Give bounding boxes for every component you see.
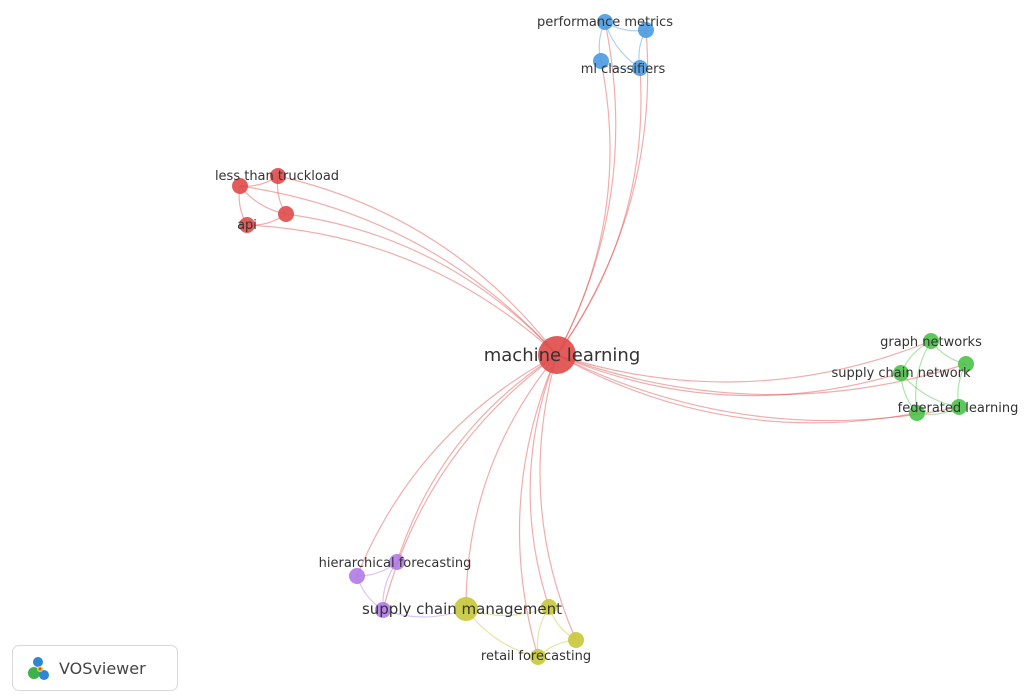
node-federated-learning[interactable] <box>909 405 925 421</box>
node-label-retail-forecasting[interactable]: retail forecasting <box>481 649 591 664</box>
link-machine-learning-green-5 <box>556 354 960 422</box>
labels-layer: machine learning less than truckload api pe… <box>215 15 1018 664</box>
node-red-4[interactable] <box>278 206 294 222</box>
nodes-layer <box>232 14 974 665</box>
node-retail-forecasting[interactable] <box>530 649 546 665</box>
link-machine-learning-less-than-truckload <box>239 185 558 356</box>
link-machine-learning-red-3 <box>277 175 558 356</box>
vosviewer-logo-icon <box>28 657 49 680</box>
link-machine-learning-green-4 <box>556 354 967 396</box>
link-machine-learning-ml-classifiers <box>556 60 611 356</box>
node-label-supply-chain-network[interactable]: supply chain network <box>831 366 971 381</box>
link-machine-learning-blue-4 <box>556 67 642 356</box>
link-machine-learning-purple-3 <box>382 354 558 611</box>
node-label-hierarchical-forecasting[interactable]: hierarchical forecasting <box>319 556 472 571</box>
node-performance-metrics[interactable] <box>597 14 613 30</box>
link-machine-learning-blue-3 <box>556 29 649 356</box>
node-purple-3[interactable] <box>375 602 391 618</box>
link-machine-learning-retail-forecasting <box>518 354 558 658</box>
link-machine-learning-supply-chain-management <box>465 354 558 610</box>
link-machine-learning-federated-learning <box>556 354 918 424</box>
node-blue-3[interactable] <box>638 22 654 38</box>
node-ml-classifiers[interactable] <box>593 53 609 69</box>
node-label-supply-chain-management[interactable]: supply chain management <box>362 600 562 618</box>
link-machine-learning-api <box>246 224 558 356</box>
link-machine-learning-purple-2 <box>396 354 558 563</box>
node-yellow-4[interactable] <box>568 632 584 648</box>
vosviewer-logo-text: VOSviewer <box>59 658 146 678</box>
node-purple-2[interactable] <box>389 554 405 570</box>
links-layer <box>238 21 967 658</box>
node-machine-learning[interactable] <box>538 336 576 374</box>
link-machine-learning-performance-metrics <box>556 21 617 356</box>
node-blue-4[interactable] <box>632 60 648 76</box>
node-yellow-3[interactable] <box>541 599 557 615</box>
link-machine-learning-hierarchical-forecasting <box>356 354 558 577</box>
node-label-ml-classifiers[interactable]: ml classifiers <box>581 62 666 77</box>
node-less-than-truckload[interactable] <box>232 178 248 194</box>
node-label-less-than-truckload[interactable]: less than truckload <box>215 169 339 184</box>
vosviewer-logo: VOSviewer <box>12 645 178 691</box>
node-hierarchical-forecasting[interactable] <box>349 568 365 584</box>
node-label-performance-metrics[interactable]: performance metrics <box>537 15 673 30</box>
node-green-5[interactable] <box>951 399 967 415</box>
node-green-4[interactable] <box>958 356 974 372</box>
node-supply-chain-network[interactable] <box>893 365 909 381</box>
link-machine-learning-red-4 <box>285 213 558 356</box>
node-api[interactable] <box>239 217 255 233</box>
link-machine-learning-supply-chain-network <box>556 354 902 397</box>
node-graph-networks[interactable] <box>923 333 939 349</box>
node-red-3[interactable] <box>270 168 286 184</box>
link-machine-learning-yellow-3 <box>529 354 558 608</box>
link-machine-learning-graph-networks <box>556 340 932 383</box>
node-label-federated-learning[interactable]: federated learning <box>898 401 1019 416</box>
link-machine-learning-yellow-4 <box>539 354 577 641</box>
node-label-graph-networks[interactable]: graph networks <box>880 335 982 350</box>
node-supply-chain-management[interactable] <box>454 597 478 621</box>
node-label-api[interactable]: api <box>237 218 257 233</box>
node-label-machine-learning[interactable]: machine learning <box>484 345 641 366</box>
